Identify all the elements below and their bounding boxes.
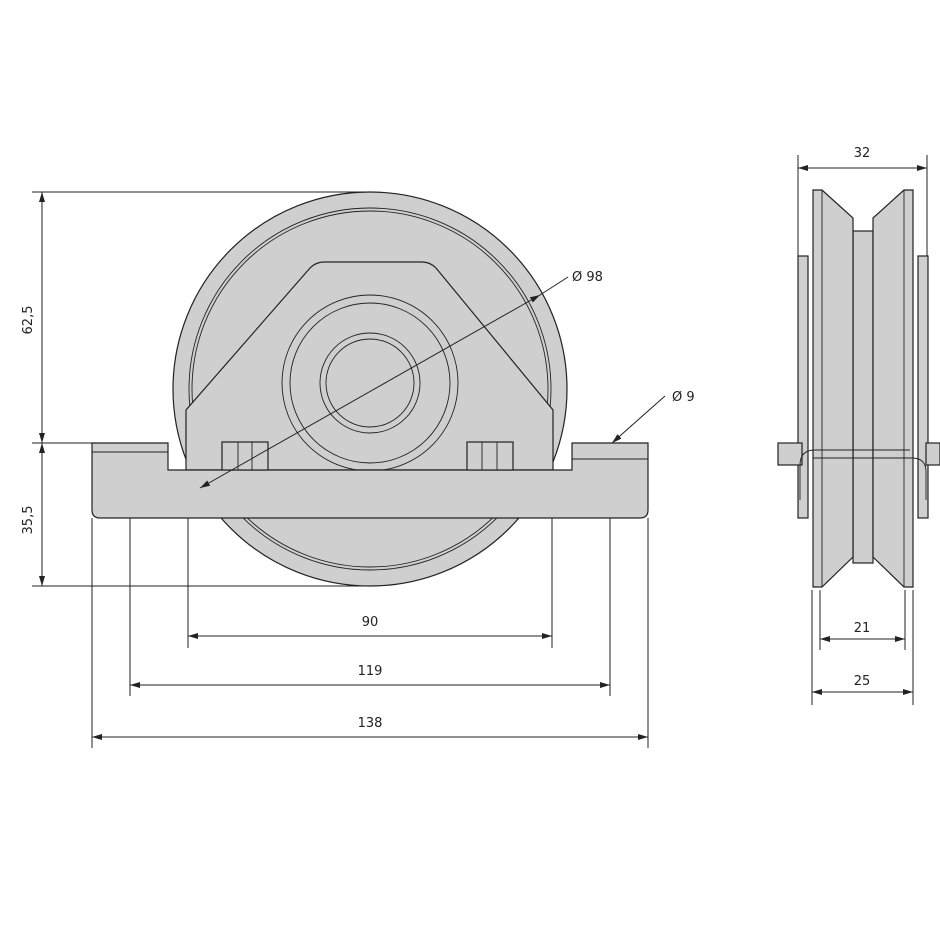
wheel-rim-inner xyxy=(191,210,549,568)
wheel-groove xyxy=(852,230,874,564)
dim-25-label: 25 xyxy=(854,674,871,689)
diameter-98-line xyxy=(199,294,541,489)
dim-35-5-label: 35,5 xyxy=(21,506,36,535)
dim-21-label: 21 xyxy=(854,621,871,636)
side-view: 32 21 25 xyxy=(777,146,940,705)
axle-right xyxy=(925,442,940,466)
axle-pin xyxy=(799,449,910,500)
dim-62-5-label: 62,5 xyxy=(21,306,36,335)
bushing-right xyxy=(466,441,514,471)
dim-119-label: 119 xyxy=(358,664,383,679)
dim-138-label: 138 xyxy=(358,716,383,731)
hole-9-leader xyxy=(611,395,666,444)
axle-left xyxy=(777,442,803,466)
hole-9-label: Ø 9 xyxy=(672,390,695,405)
wheel-flange-left xyxy=(812,189,854,588)
front-view: Ø 98 Ø 9 62,5 35,5 90 119 138 xyxy=(21,191,695,748)
bushing-left xyxy=(221,441,269,471)
wheel-rim xyxy=(188,207,552,571)
bracket-side-right xyxy=(917,255,929,519)
diameter-98-leader xyxy=(539,276,569,296)
dim-32-label: 32 xyxy=(854,146,871,161)
dim-90-label: 90 xyxy=(362,615,379,630)
bracket-side-left xyxy=(797,255,809,519)
wheel-flange-right xyxy=(872,189,914,588)
diameter-98-label: Ø 98 xyxy=(572,270,603,285)
